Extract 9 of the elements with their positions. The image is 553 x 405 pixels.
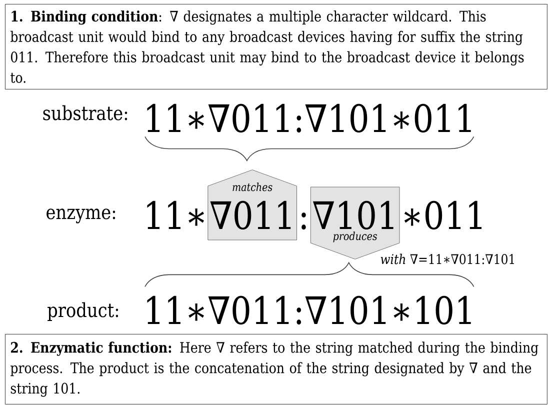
string-text: ∗011 bbox=[404, 200, 482, 230]
text-box: 1. Binding condition: ∇ designates a multiple character wildcard. This broadcast unit would bind to any broadcast devices having for suffix the string 011. Therefore this broadcast unit may bind to the broadcast device it belongs to. bbox=[5, 4, 548, 90]
text-box: 2. Enzymatic function: Here ∇ refers to the string matched during the binding process. The product is the concatenation of the string designated by ∇ and the string 101. bbox=[5, 334, 548, 404]
pentagon-box: ∇011 matches bbox=[208, 170, 297, 240]
string-text: 11∗∇011:∇101∗011 bbox=[147, 104, 471, 133]
string-text: 11∗∇011:∇101∗101 bbox=[147, 296, 471, 325]
string-text: : bbox=[302, 212, 306, 230]
string-text: 11∗ bbox=[147, 200, 204, 229]
row-label: enzyme: bbox=[46, 208, 116, 224]
